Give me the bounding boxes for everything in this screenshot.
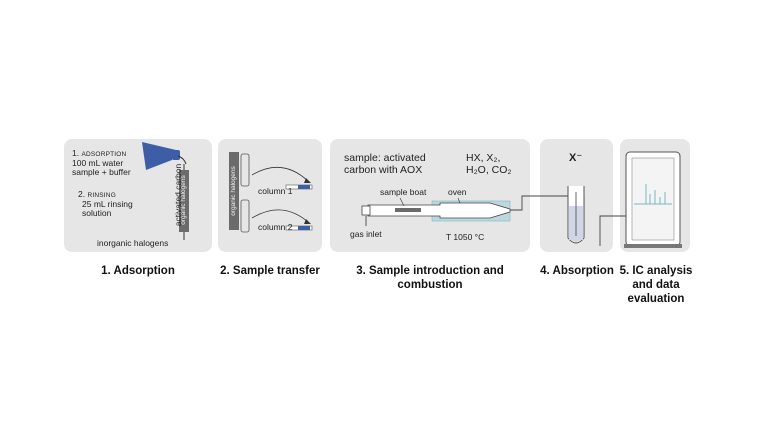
caption-absorption: 4. Absorption — [540, 265, 614, 277]
ic-instrument-icon — [624, 151, 682, 248]
rinsing-step-label: 2. RINSING — [78, 189, 116, 199]
adsorption-column-icon — [179, 164, 189, 240]
rinsing-volume-label: 25 mL rinsing — [82, 199, 133, 209]
adsorption-sample-label: sample + buffer — [72, 167, 131, 177]
funnel-icon — [142, 142, 187, 170]
inorganic-halogens-label: inorganic halogens — [97, 238, 169, 248]
chromatogram-icon — [634, 184, 672, 205]
sample-boat-label: sample boat — [380, 187, 427, 197]
caption-ic-analysis: 5. IC analysis and data evaluation — [619, 265, 693, 305]
gas-inlet-label: gas inlet — [350, 229, 382, 239]
organic-halogens-column-label: organic halogens — [180, 175, 187, 225]
combustion-products-label: HX, X₂, H₂O, CO₂ — [466, 152, 512, 176]
absorption-tube-icon — [567, 186, 585, 244]
combustion-sample-label: sample: activated carbon with AOX — [344, 152, 426, 176]
ic-inlet-tube-icon — [599, 215, 628, 246]
column-2-label: column 2 — [258, 222, 293, 232]
adsorption-volume-label: 100 mL water — [72, 158, 124, 168]
temperature-label: T 1050 °C — [446, 232, 485, 242]
adsorption-step-label: 1. ADSORPTION — [72, 148, 127, 158]
caption-adsorption: 1. Adsorption — [101, 265, 175, 277]
halide-ion-label: X⁻ — [569, 152, 583, 164]
caption-sample-transfer: 2. Sample transfer — [220, 265, 320, 277]
caption-combustion: 3. Sample introduction and combustion — [356, 265, 504, 291]
panel-combustion — [330, 139, 530, 252]
rinsing-solution-label: solution — [82, 208, 112, 218]
column-1-label: column 1 — [258, 186, 293, 196]
transfer-columns-icon — [229, 152, 313, 233]
transfer-organic-halogens-label: organic halogens — [230, 166, 237, 216]
oven-label: oven — [448, 187, 467, 197]
combustion-tube-icon — [361, 197, 511, 226]
